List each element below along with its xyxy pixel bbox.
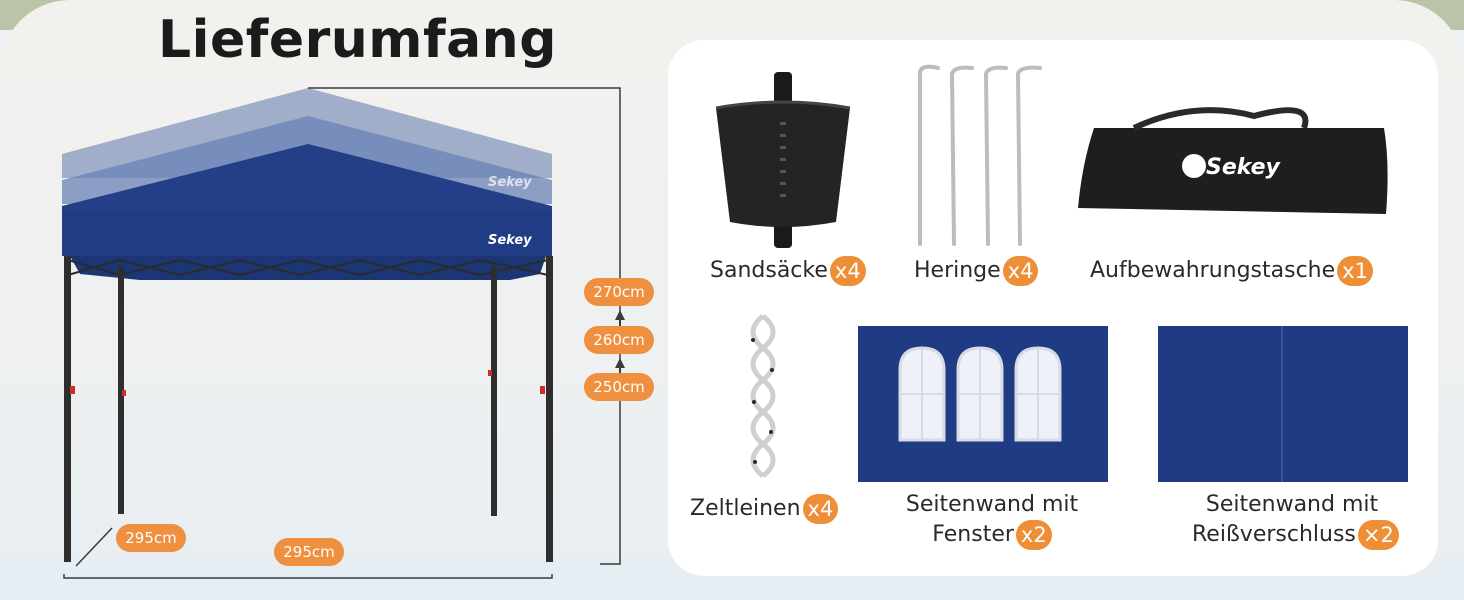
sandbag-icon — [715, 72, 851, 248]
height-label-mid: 260cm — [584, 326, 654, 354]
item-label-sidewall-zipper: Seitenwand mit Reißverschluss×2 — [1192, 490, 1399, 550]
height-label-min: 250cm — [584, 373, 654, 401]
height-label-max: 270cm — [584, 278, 654, 306]
canopy-logo: Sekey — [488, 233, 532, 248]
bag-logo: Sekey — [1206, 155, 1282, 180]
depth-label: 295cm — [116, 524, 186, 552]
page-title: Lieferumfang — [158, 10, 557, 70]
sidewall-zipper-icon — [1158, 326, 1408, 482]
canopy-logo-ghost: Sekey — [488, 175, 532, 190]
rope-icon — [750, 314, 776, 478]
tent-stakes-icon — [918, 64, 1042, 246]
width-label: 295cm — [274, 538, 344, 566]
canopy-illustration: Sekey Sekey — [62, 87, 625, 579]
storage-bag-icon: Sekey — [1078, 107, 1388, 214]
sidewall-window-icon — [858, 326, 1108, 482]
